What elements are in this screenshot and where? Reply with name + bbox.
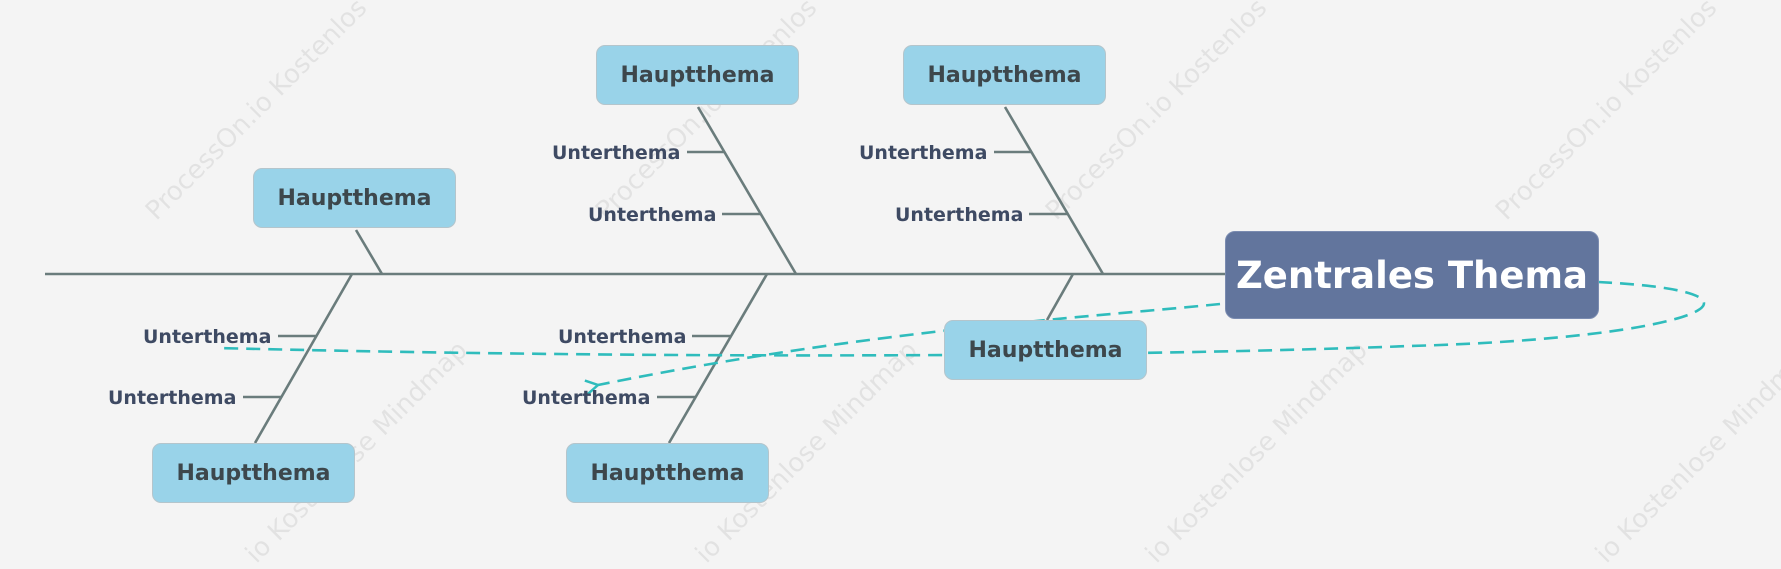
main-topic-node[interactable]: Hauptthema xyxy=(253,168,456,228)
subtopic-label[interactable]: Unterthema xyxy=(143,326,272,348)
bone-line xyxy=(1003,106,1105,275)
subtopic-label[interactable]: Unterthema xyxy=(558,326,687,348)
subtopic-label[interactable]: Unterthema xyxy=(859,142,988,164)
bone-line xyxy=(667,273,769,444)
relation-curve xyxy=(217,280,1706,357)
main-topic-node[interactable]: Hauptthema xyxy=(944,320,1147,380)
bone-line xyxy=(1045,273,1075,321)
bone-line xyxy=(253,273,354,444)
bone-line xyxy=(696,106,798,275)
main-topic-node[interactable]: Hauptthema xyxy=(566,443,769,503)
subtopic-label[interactable]: Unterthema xyxy=(895,204,1024,226)
main-topic-node[interactable]: Hauptthema xyxy=(152,443,355,503)
subtopic-label[interactable]: Unterthema xyxy=(522,387,651,409)
subtopic-label[interactable]: Unterthema xyxy=(588,204,717,226)
main-topic-node[interactable]: Hauptthema xyxy=(596,45,799,105)
bone-line xyxy=(354,229,384,275)
relation-arrow xyxy=(598,302,1221,385)
central-topic-node[interactable]: Zentrales Thema xyxy=(1225,231,1599,319)
subtopic-label[interactable]: Unterthema xyxy=(108,387,237,409)
subtopic-label[interactable]: Unterthema xyxy=(552,142,681,164)
main-topic-node[interactable]: Hauptthema xyxy=(903,45,1106,105)
